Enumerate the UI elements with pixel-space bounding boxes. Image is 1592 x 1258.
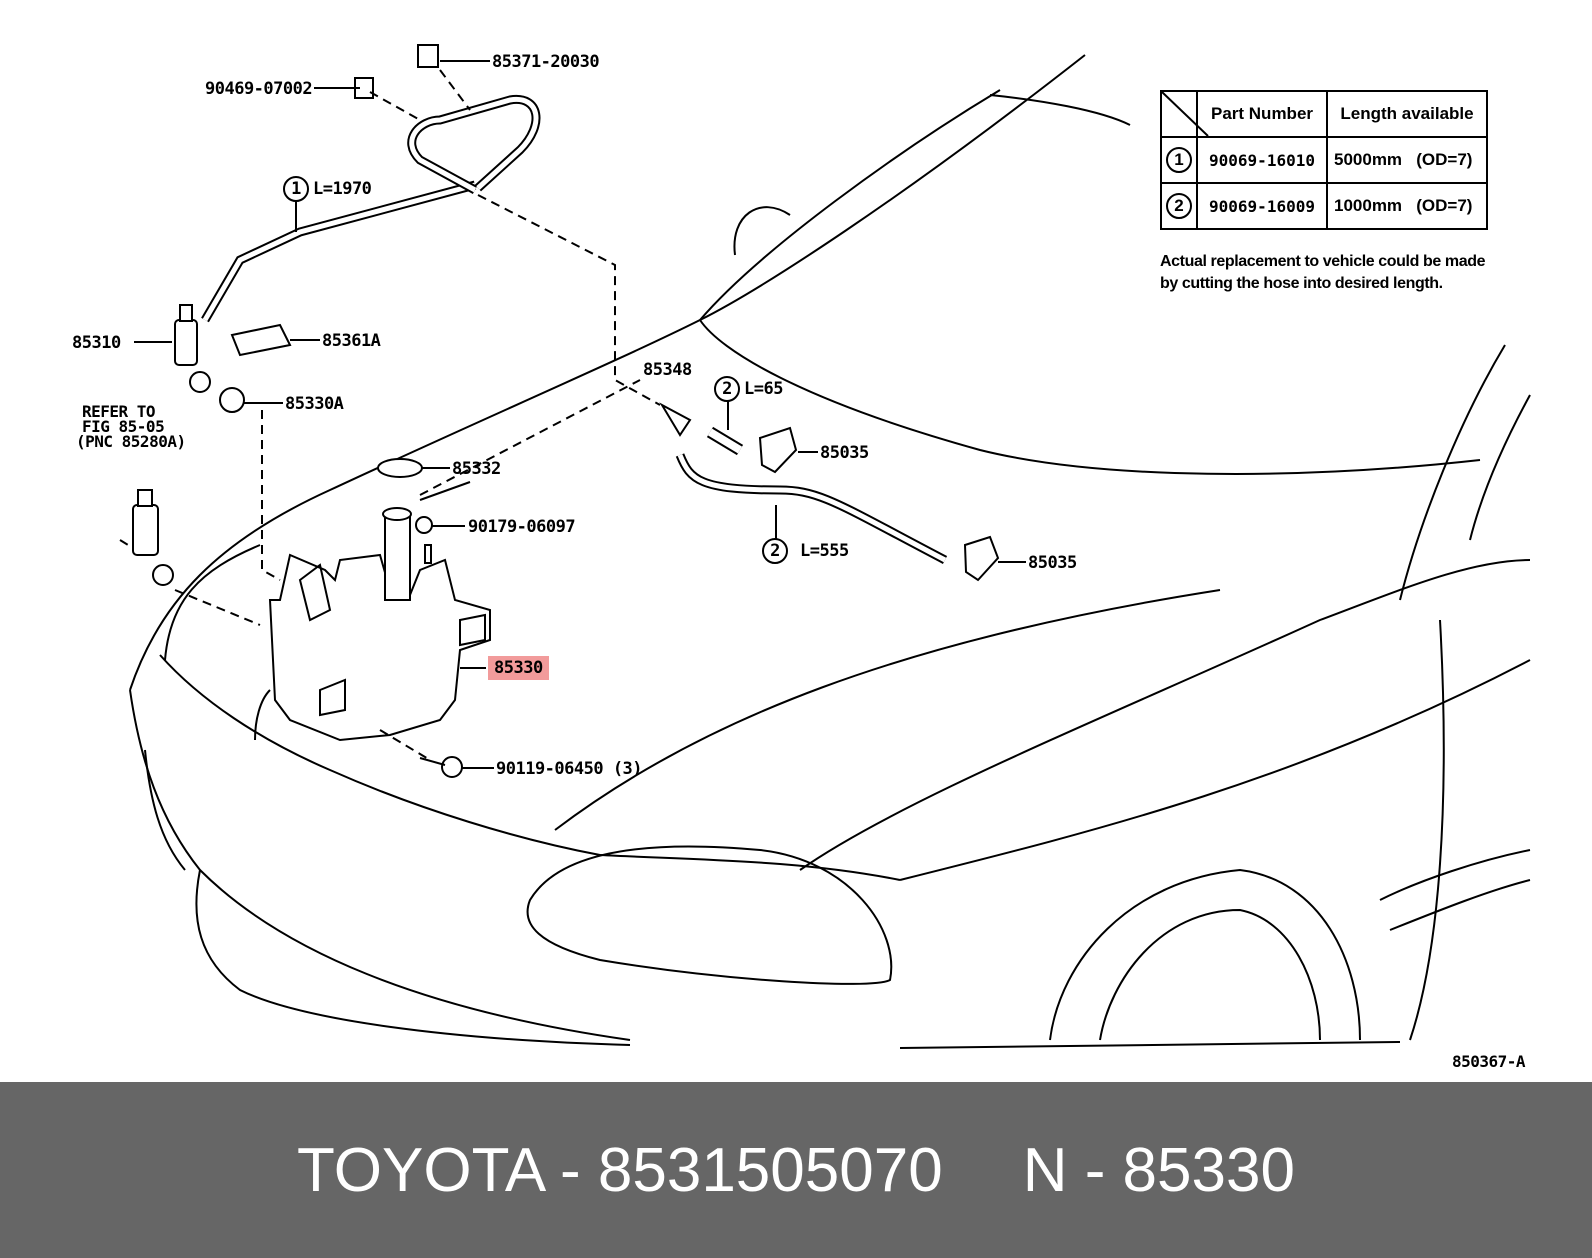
length-cell: 1000mm (OD=7) bbox=[1326, 182, 1488, 230]
table-note: Actual replacement to vehicle could be m… bbox=[1160, 251, 1486, 295]
label-85332[interactable]: 85332 bbox=[452, 459, 501, 479]
od-value: (OD=7) bbox=[1416, 150, 1473, 169]
header-length-available: Length available bbox=[1326, 90, 1488, 138]
washer-diagram-drawing bbox=[119, 44, 1531, 1049]
hose-2a-length: L=65 bbox=[744, 379, 783, 399]
label-85371-20030[interactable]: 85371-20030 bbox=[492, 52, 600, 72]
note-line-2: by cutting the hose into desired length. bbox=[1160, 275, 1443, 292]
circled-number-2: 2 bbox=[1166, 193, 1192, 219]
hoses bbox=[201, 95, 948, 564]
part-number-cell[interactable]: 90069-16010 bbox=[1196, 136, 1328, 184]
label-85310[interactable]: 85310 bbox=[72, 333, 121, 353]
label-85035-b[interactable]: 85035 bbox=[1028, 553, 1077, 573]
length-value: 1000mm bbox=[1334, 196, 1403, 215]
footer-bar: TOYOTA - 8531505070 N - 85330 bbox=[0, 1082, 1592, 1258]
circled-number-2: 2 bbox=[714, 376, 740, 402]
label-85035-a[interactable]: 85035 bbox=[820, 443, 869, 463]
refer-line-3: (PNC 85280A) bbox=[76, 432, 186, 451]
od-value: (OD=7) bbox=[1416, 196, 1473, 215]
washer-tank-drawing bbox=[268, 507, 491, 742]
part-number-cell[interactable]: 90069-16009 bbox=[1196, 182, 1328, 230]
table-row: 1 90069-16010 5000mm (OD=7) bbox=[1160, 136, 1488, 184]
table-corner bbox=[1160, 90, 1198, 138]
circled-number-1: 1 bbox=[1166, 147, 1192, 173]
table-row: 2 90069-16009 1000mm (OD=7) bbox=[1160, 182, 1488, 230]
note-line-1: Actual replacement to vehicle could be m… bbox=[1160, 253, 1486, 270]
footer-pnc: N - 85330 bbox=[1022, 1135, 1295, 1205]
hose-1-length: L=1970 bbox=[313, 179, 372, 199]
label-85361A[interactable]: 85361A bbox=[322, 331, 381, 351]
refer-note: REFER TO FIG 85-05 (PNC 85280A) bbox=[76, 402, 186, 451]
footer-part-number: TOYOTA - 8531505070 bbox=[297, 1135, 943, 1205]
leader-lines bbox=[134, 60, 1026, 769]
label-90469-07002[interactable]: 90469-07002 bbox=[205, 79, 313, 99]
table-header-row: Part Number Length available bbox=[1160, 90, 1488, 138]
label-85348[interactable]: 85348 bbox=[643, 360, 692, 380]
hose-table: Part Number Length available 1 90069-160… bbox=[1160, 90, 1488, 230]
hose-2b-callout: 2 L=555 bbox=[762, 538, 849, 564]
circled-number-1: 1 bbox=[283, 176, 309, 202]
refer-line-2: FIG 85-05 bbox=[82, 417, 165, 436]
hose-2b-length: L=555 bbox=[800, 541, 849, 561]
dashed-guide-lines bbox=[119, 69, 661, 761]
figure-id: 850367-A bbox=[1452, 1052, 1526, 1071]
refer-line-1: REFER TO bbox=[82, 402, 156, 421]
length-value: 5000mm bbox=[1334, 150, 1403, 169]
car-outline bbox=[129, 54, 1531, 1049]
label-85330A[interactable]: 85330A bbox=[285, 394, 344, 414]
label-90179-06097[interactable]: 90179-06097 bbox=[468, 517, 576, 537]
label-90119-06450[interactable]: 90119-06450 (3) bbox=[496, 759, 643, 779]
length-cell: 5000mm (OD=7) bbox=[1326, 136, 1488, 184]
label-85330-highlighted[interactable]: 85330 bbox=[488, 656, 549, 680]
circled-number-2: 2 bbox=[762, 538, 788, 564]
header-part-number: Part Number bbox=[1196, 90, 1328, 138]
